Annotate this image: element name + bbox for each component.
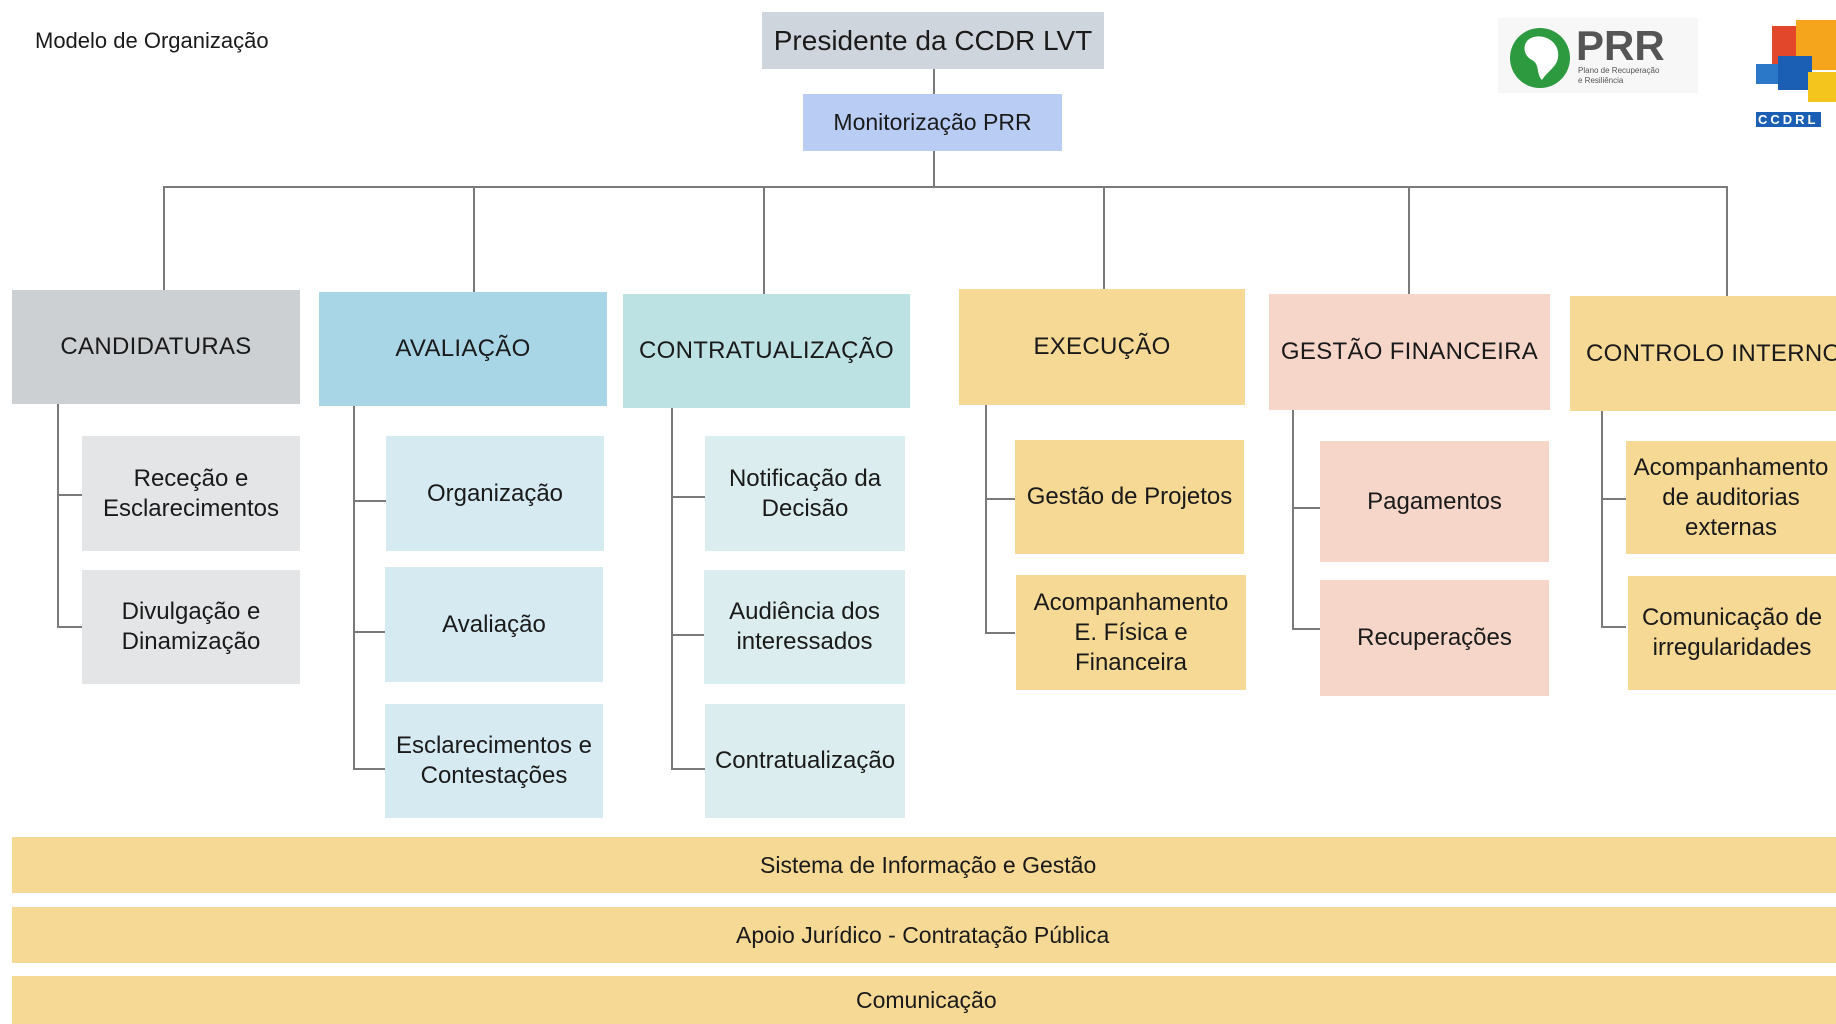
item-pagamentos: Pagamentos bbox=[1320, 441, 1549, 562]
branch-avaliacao-2 bbox=[353, 631, 386, 633]
page-title: Modelo de Organização bbox=[35, 28, 269, 53]
column-header-contratualizacao: CONTRATUALIZAÇÃO bbox=[623, 294, 910, 408]
prr-globe-icon bbox=[1510, 28, 1570, 88]
branch-controlo-interno-1 bbox=[1601, 498, 1626, 500]
spine-candidaturas bbox=[57, 404, 59, 628]
item-notificacao-decisao: Notificação da Decisão bbox=[705, 436, 905, 551]
branch-avaliacao-3 bbox=[353, 768, 386, 770]
spine-controlo-interno bbox=[1601, 411, 1603, 628]
item-audiencia-interessados: Audiência dos interessados bbox=[704, 570, 905, 684]
item-divulgacao-dinamizacao: Divulgação e Dinamização bbox=[82, 570, 300, 684]
president-box: Presidente da CCDR LVT bbox=[762, 12, 1104, 69]
column-header-controlo-interno: CONTROLO INTERNO bbox=[1570, 296, 1836, 411]
item-acompanhamento-fisica-financeira: Acompanhamento E. Física e Financeira bbox=[1016, 575, 1246, 690]
item-recuperacoes: Recuperações bbox=[1320, 580, 1549, 696]
band-apoio-juridico: Apoio Jurídico - Contratação Pública bbox=[12, 907, 1836, 963]
branch-execucao-1 bbox=[985, 498, 1015, 500]
connector-president-monitor bbox=[933, 69, 935, 94]
spine-gestao-financeira bbox=[1292, 410, 1294, 630]
item-esclarecimentos-contestacoes: Esclarecimentos e Contestações bbox=[385, 704, 603, 818]
prr-logo: PRR Plano de Recuperação e Resiliência bbox=[1498, 18, 1698, 93]
branch-contratualizacao-1 bbox=[671, 496, 705, 498]
connector-monitor-bus bbox=[933, 151, 935, 186]
item-gestao-projetos: Gestão de Projetos bbox=[1015, 440, 1244, 554]
spine-execucao bbox=[985, 405, 987, 634]
column-header-candidaturas: CANDIDATURAS bbox=[12, 290, 300, 404]
drop-gestao-financeira bbox=[1408, 186, 1410, 294]
item-avaliacao: Avaliação bbox=[385, 567, 603, 682]
ccdr-logo-text: CCDRL bbox=[1756, 112, 1821, 127]
item-comunicacao-irregularidades: Comunicação de irregularidades bbox=[1628, 576, 1836, 690]
branch-controlo-interno-2 bbox=[1601, 626, 1626, 628]
column-header-execucao: EXECUÇÃO bbox=[959, 289, 1245, 405]
item-organizacao: Organização bbox=[386, 436, 604, 551]
branch-candidaturas-2 bbox=[57, 626, 82, 628]
branch-contratualizacao-3 bbox=[671, 768, 705, 770]
ccdr-logo: CCDRL bbox=[1756, 20, 1836, 130]
branch-contratualizacao-2 bbox=[671, 634, 705, 636]
monitorization-box: Monitorização PRR bbox=[803, 94, 1062, 151]
item-acompanhamento-auditorias: Acompanhamento de auditorias externas bbox=[1626, 441, 1836, 554]
spine-avaliacao bbox=[353, 406, 355, 770]
drop-candidaturas bbox=[163, 186, 165, 290]
branch-candidaturas-1 bbox=[57, 494, 82, 496]
drop-avaliacao bbox=[473, 186, 475, 292]
prr-logo-text: PRR bbox=[1576, 22, 1665, 69]
branch-gestao-financeira-2 bbox=[1292, 628, 1320, 630]
branch-gestao-financeira-1 bbox=[1292, 507, 1320, 509]
band-sistema-informacao: Sistema de Informação e Gestão bbox=[12, 837, 1836, 893]
spine-contratualizacao bbox=[671, 408, 673, 770]
item-contratualizacao: Contratualização bbox=[705, 704, 905, 818]
ccdr-squares-icon bbox=[1756, 20, 1836, 102]
band-comunicacao: Comunicação bbox=[12, 976, 1836, 1024]
prr-logo-subtitle-2: e Resiliência bbox=[1578, 76, 1624, 85]
prr-logo-subtitle-1: Plano de Recuperação bbox=[1578, 66, 1660, 75]
drop-contratualizacao bbox=[763, 186, 765, 294]
branch-execucao-2 bbox=[985, 632, 1015, 634]
item-rececao-esclarecimentos: Receção e Esclarecimentos bbox=[82, 436, 300, 551]
column-header-gestao-financeira: GESTÃO FINANCEIRA bbox=[1269, 294, 1550, 410]
branch-avaliacao-1 bbox=[353, 500, 386, 502]
column-header-avaliacao: AVALIAÇÃO bbox=[319, 292, 607, 406]
drop-controlo-interno bbox=[1726, 186, 1728, 296]
drop-execucao bbox=[1103, 186, 1105, 289]
top-bus-line bbox=[163, 186, 1728, 188]
